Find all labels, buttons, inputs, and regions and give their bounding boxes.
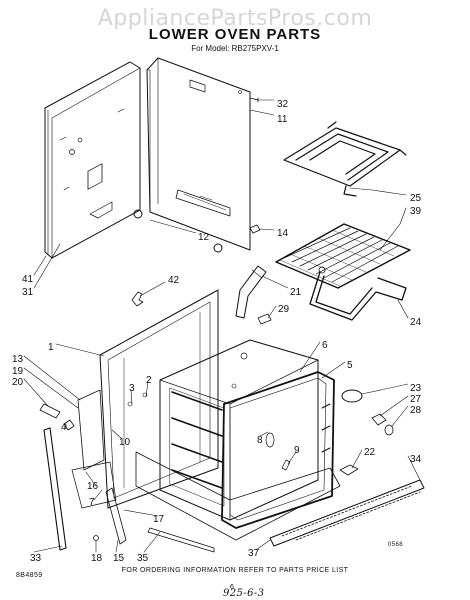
part-callout-1: 1 [48, 342, 54, 353]
part-callout-14: 14 [277, 228, 289, 239]
part-callout-7: 7 [89, 497, 95, 508]
part-callout-35: 35 [137, 553, 149, 564]
part-callout-19: 19 [12, 366, 24, 377]
part-callout-33: 33 [30, 553, 42, 564]
part-callout-27: 27 [410, 394, 422, 405]
leader-lines [23, 99, 421, 553]
part-callout-21: 21 [290, 287, 302, 298]
screw-32 [249, 97, 259, 103]
part-9 [281, 459, 291, 471]
part-callout-22: 22 [364, 447, 376, 458]
part-callout-12: 12 [198, 232, 210, 243]
screw-18 [93, 535, 99, 541]
part-callout-8: 8 [257, 435, 263, 446]
part-callout-10: 10 [119, 437, 131, 448]
part-callout-25: 25 [410, 193, 422, 204]
handwritten-note: 925-6-3 [223, 588, 265, 599]
latch-assembly [71, 389, 127, 545]
part-callout-32: 32 [277, 99, 289, 110]
part-callout-29: 29 [278, 304, 290, 315]
oven-light-assembly [341, 389, 394, 436]
ordering-note: FOR ORDERING INFORMATION REFER TO PARTS … [121, 567, 349, 574]
part-callout-23: 23 [410, 383, 422, 394]
part-callout-6: 6 [322, 340, 328, 351]
oven-rack [275, 223, 411, 289]
part-callout-31: 31 [22, 287, 34, 298]
part-callout-2: 2 [146, 375, 152, 386]
diagram-reference-code: 0568 [388, 542, 403, 548]
part-callout-42: 42 [168, 275, 180, 286]
part-callout-41: 41 [22, 274, 34, 285]
part-callout-9: 9 [294, 445, 300, 456]
oven-liner [159, 339, 319, 521]
part-4 [63, 419, 75, 431]
vent-tube [235, 265, 267, 319]
part-callout-24: 24 [410, 317, 422, 328]
part-callout-17: 17 [153, 514, 165, 525]
part-callout-28: 28 [410, 405, 422, 416]
kick-panel [147, 527, 215, 553]
part-20 [39, 403, 61, 419]
part-callout-5: 5 [347, 360, 353, 371]
part-callout-34: 34 [410, 454, 422, 465]
side-trim [43, 427, 67, 551]
bracket-14 [249, 224, 261, 234]
insulation-blanket [44, 61, 141, 259]
oven-bottom [135, 451, 341, 541]
clip-42 [131, 291, 144, 307]
part-callout-18: 18 [91, 553, 103, 564]
part-callout-3: 3 [129, 383, 135, 394]
bake-element [309, 266, 407, 321]
part-callout-13: 13 [12, 354, 24, 365]
door-gasket [221, 371, 335, 529]
part-callout-16: 16 [87, 481, 99, 492]
part-callout-39: 39 [410, 206, 422, 217]
vent-grille [269, 479, 425, 547]
page-title: LOWER OVEN PARTS [148, 26, 322, 43]
part-callout-15: 15 [113, 553, 125, 564]
part-callout-37: 37 [248, 548, 260, 559]
page-number: 6 [230, 584, 235, 591]
watermark: AppliancePartsPros.com [97, 6, 373, 31]
part-callout-20: 20 [12, 377, 24, 388]
part-callout-4: 4 [61, 422, 67, 433]
model-number: For Model: RB275PXV-1 [191, 44, 279, 53]
part-callout-11: 11 [277, 114, 288, 125]
part-22 [339, 464, 359, 476]
oven-back-panel [133, 57, 251, 253]
document-code: 8B4859 [16, 572, 43, 579]
clip-29 [257, 313, 272, 325]
broil-element [283, 121, 407, 197]
